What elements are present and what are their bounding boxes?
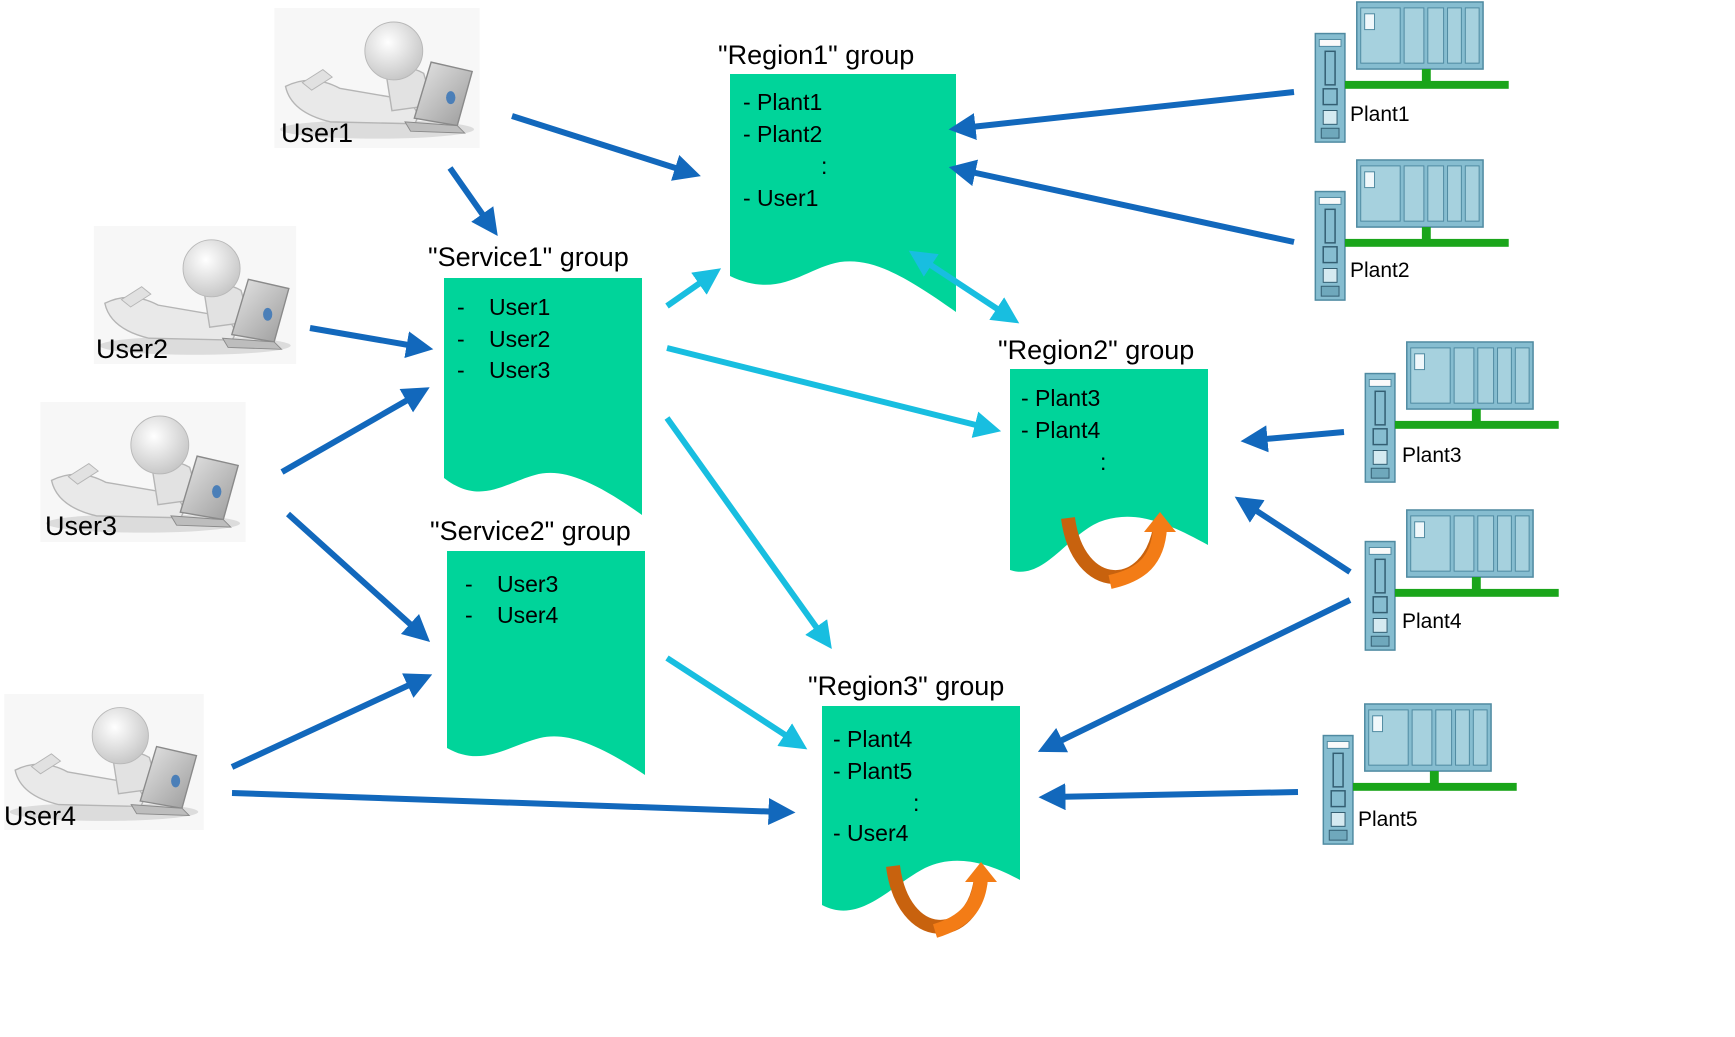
- service2-title: "Service2" group: [430, 516, 631, 546]
- arrow-service1-to-region1: [665, 268, 722, 309]
- user3-node: User3: [40, 402, 246, 542]
- region3-ellipsis: :: [913, 790, 919, 816]
- user-and-plant-arrows: [230, 89, 1352, 826]
- arrow-user3-to-service2: [285, 511, 431, 643]
- service1-dash: -: [457, 294, 465, 320]
- group-link-arrows: [664, 250, 1020, 750]
- region1-title: "Region1" group: [718, 40, 914, 70]
- region2-group: "Region2" group - Plant3 - Plant4 :: [998, 335, 1194, 475]
- arrow-user1-to-region1: [511, 113, 701, 181]
- plant1-node: Plant1: [1314, 1, 1510, 143]
- region1-item: - Plant1: [743, 89, 822, 115]
- service2-group: "Service2" group - User3 - User4: [430, 516, 631, 628]
- service1-item: User2: [489, 326, 550, 352]
- arrow-plant1-to-region1: [948, 89, 1295, 140]
- plant3-node: Plant3: [1364, 341, 1560, 483]
- service1-document: [444, 278, 642, 515]
- region3-item: - Plant4: [833, 726, 912, 752]
- region3-group: "Region3" group - Plant4 - Plant5 : - Us…: [808, 671, 1004, 846]
- plant2-node: Plant2: [1314, 159, 1510, 301]
- arrow-plant4-to-region2: [1234, 496, 1352, 575]
- user4-label: User4: [4, 801, 76, 831]
- arrow-user4-to-region3: [231, 790, 796, 826]
- service2-item: User3: [497, 571, 558, 597]
- region1-item: - User1: [743, 185, 818, 211]
- arrow-user4-to-service2: [230, 673, 433, 770]
- plant4-label: Plant4: [1402, 610, 1462, 633]
- user2-node: User2: [93, 226, 297, 364]
- service1-item: User1: [489, 294, 550, 320]
- region3-title: "Region3" group: [808, 671, 1004, 701]
- region3-loop-icon: [886, 862, 997, 938]
- region2-loop-icon: [1061, 512, 1176, 589]
- user2-label: User2: [96, 334, 168, 364]
- region2-title: "Region2" group: [998, 335, 1194, 365]
- arrow-service1-to-region2: [666, 345, 1002, 438]
- user1-label: User1: [281, 118, 353, 148]
- arrow-user3-to-service1: [280, 387, 430, 475]
- arrow-plant3-to-region2: [1240, 425, 1345, 453]
- region1-item: - Plant2: [743, 121, 822, 147]
- user3-label: User3: [45, 511, 117, 541]
- plant5-node: Plant5: [1322, 703, 1518, 845]
- region3-item: - User4: [833, 820, 909, 846]
- arrow-plant4-to-region3: [1037, 597, 1352, 753]
- region2-item: - Plant3: [1021, 385, 1100, 411]
- region2-item: - Plant4: [1021, 417, 1100, 443]
- service2-dash: -: [465, 602, 473, 628]
- region2-ellipsis: :: [1100, 449, 1106, 475]
- service1-title: "Service1" group: [428, 242, 629, 272]
- arrow-service1-to-region3: [664, 416, 832, 649]
- service1-dash: -: [457, 357, 465, 383]
- user1-node: User1: [273, 8, 481, 148]
- arrow-service2-to-region3: [665, 655, 808, 750]
- plc-controller-icon: [1314, 1, 1510, 143]
- region3-document: [822, 706, 1020, 911]
- arrow-plant5-to-region3: [1038, 783, 1299, 811]
- plant5-label: Plant5: [1358, 808, 1418, 831]
- arrow-user2-to-service1: [309, 325, 434, 359]
- service1-dash: -: [457, 326, 465, 352]
- plc-controller-icon: [1364, 509, 1560, 651]
- plc-controller-icon: [1364, 341, 1560, 483]
- plc-controller-icon: [1314, 159, 1510, 301]
- service2-item: User4: [497, 602, 559, 628]
- service2-document: [447, 551, 645, 775]
- plant1-label: Plant1: [1350, 103, 1410, 126]
- plant3-label: Plant3: [1402, 444, 1462, 467]
- plc-controller-icon: [1322, 703, 1518, 845]
- user4-node: User4: [3, 694, 205, 831]
- region3-item: - Plant5: [833, 758, 912, 784]
- arrow-user1-to-service1: [447, 166, 498, 237]
- region1-ellipsis: :: [821, 153, 827, 179]
- region1-document: [730, 74, 956, 312]
- service2-dash: -: [465, 571, 473, 597]
- service1-group: "Service1" group - User1 - User2 - User3: [428, 242, 629, 383]
- region1-group: "Region1" group - Plant1 - Plant2 : - Us…: [718, 40, 914, 211]
- arrow-plant2-to-region1: [948, 159, 1295, 245]
- plant4-node: Plant4: [1364, 509, 1560, 651]
- service1-item: User3: [489, 357, 550, 383]
- arrow-region1-region2: [908, 250, 1020, 324]
- plant2-label: Plant2: [1350, 259, 1410, 282]
